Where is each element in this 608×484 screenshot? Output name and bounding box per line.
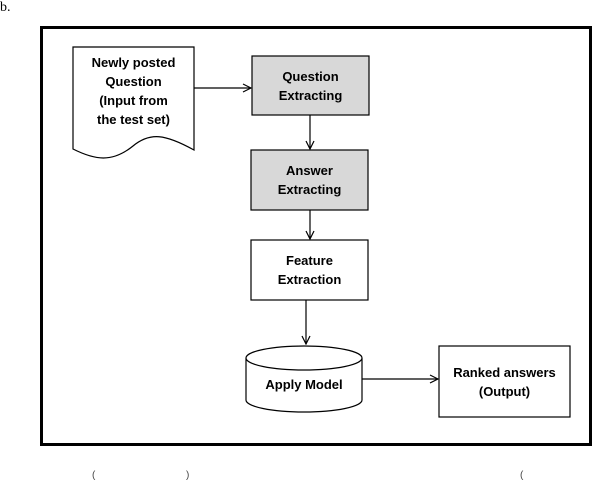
feature-extraction-label: Feature Extraction [277,253,342,287]
question-extracting-box [251,55,370,116]
answer-extracting-label: Answer Extracting [277,163,342,197]
question-extracting-label: Question Extracting [278,68,343,103]
footer-mark-3: ( [520,470,524,481]
diagram-frame [40,26,592,446]
apply-model-label: Apply Model [265,376,343,392]
page-marker: b. [0,0,11,15]
input-document-label: Newly posted Question (Input from the te… [91,55,176,127]
ranked-answers-box [438,345,571,418]
feature-extraction-box [250,239,369,301]
apply-model-cylinder [245,345,363,413]
ranked-answers-label: Ranked answers (Output) [453,364,556,399]
input-document-shape [72,46,195,159]
footer-mark-1: ( [92,470,96,481]
answer-extracting-box [250,149,369,211]
footer-mark-2: ) [186,470,190,481]
